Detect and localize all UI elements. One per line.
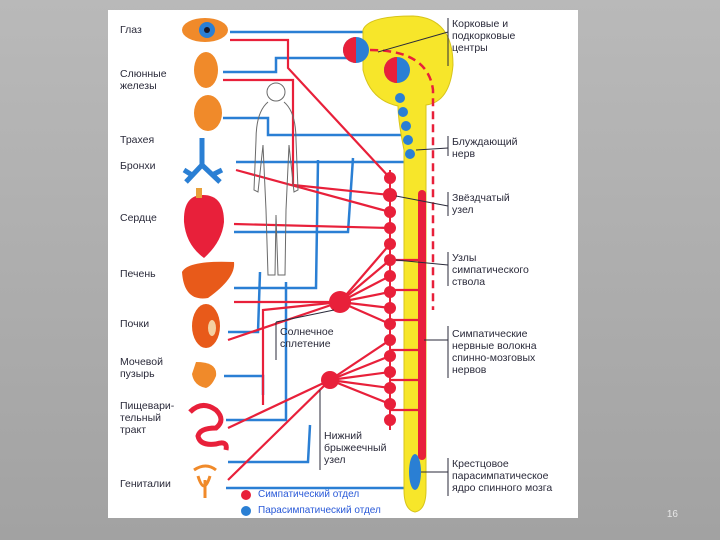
legend-parasympathetic: Парасимпатический отдел <box>258 505 381 516</box>
legend-sympathetic: Симпатический отдел <box>258 489 360 500</box>
annotation-mesenteric: Нижний брыжеечный узел <box>324 430 387 466</box>
label-genitals: Гениталии <box>120 478 171 490</box>
sympathetic-fibers <box>223 38 418 481</box>
salivary-gland-icon <box>194 52 222 131</box>
legend-sympathetic-dot <box>241 490 251 500</box>
mesenteric-node <box>321 371 339 389</box>
label-bladder: Мочевой пузырь <box>120 356 163 380</box>
brain-centers <box>343 37 435 310</box>
label-salivary: Слюнные железы <box>120 68 167 92</box>
label-liver: Печень <box>120 268 156 280</box>
label-bronchi: Бронхи <box>120 160 156 172</box>
label-trachea: Трахея <box>120 134 155 146</box>
liver-icon <box>182 261 235 299</box>
eye-icon <box>182 18 228 42</box>
annotation-cortical: Корковые и подкорковые центры <box>452 18 516 54</box>
heart-icon <box>183 188 224 258</box>
annotation-ganglia: Узлы симпатического ствола <box>452 252 529 288</box>
trachea-icon <box>182 138 224 184</box>
intestine-icon <box>188 403 229 451</box>
bladder-icon <box>192 362 217 388</box>
annotation-sacral: Крестцовое парасимпатическое ядро спинно… <box>452 458 553 494</box>
label-kidneys: Почки <box>120 318 150 330</box>
label-digestive: Пищевари- тельный тракт <box>120 400 175 436</box>
sympathetic-column <box>418 190 426 460</box>
annotation-stellate: Звёздчатый узел <box>452 192 510 216</box>
autonomic-nervous-system-figure: Глаз Слюнные железы Трахея Бронхи Сердце… <box>108 10 578 518</box>
spinal-cord <box>362 15 454 513</box>
label-eye: Глаз <box>120 24 142 36</box>
solar-plexus-node <box>329 291 351 313</box>
page-number: 16 <box>666 509 678 520</box>
annotation-fibers: Симпатические нервные волокна спинно-моз… <box>452 328 537 376</box>
genitals-icon <box>193 464 217 498</box>
legend-parasympathetic-dot <box>241 506 251 516</box>
human-silhouette <box>253 82 299 276</box>
sympathetic-trunk <box>383 170 397 430</box>
brainstem-nuclei <box>395 93 421 490</box>
kidney-icon <box>192 304 220 348</box>
annotation-solar-plexus: Солнечное сплетение <box>280 326 334 350</box>
nervous-system-diagram <box>182 15 454 516</box>
annotation-vagus: Блуждающий нерв <box>452 136 518 160</box>
annotation-pointers <box>275 18 449 496</box>
label-heart: Сердце <box>120 212 157 224</box>
